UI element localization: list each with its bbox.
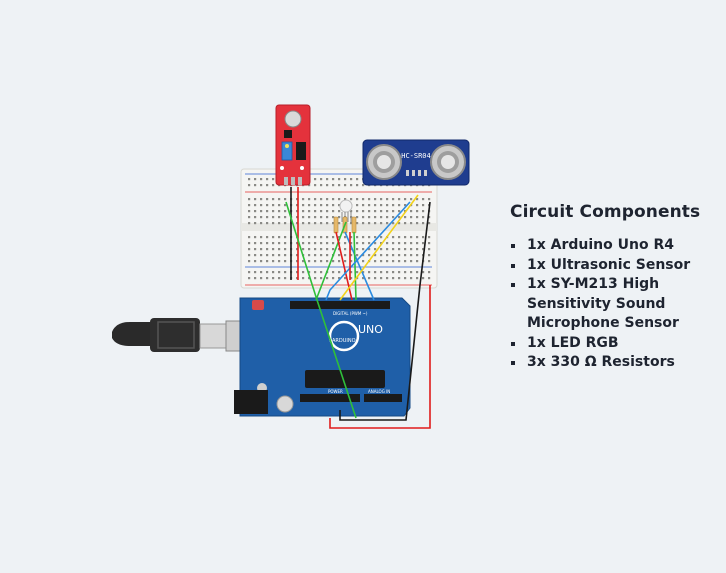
wire-black-ground bbox=[339, 284, 421, 421]
board-analog-label: ANALOG IN bbox=[368, 389, 390, 394]
components-legend: Circuit Components 1x Arduino Uno R4 1x … bbox=[510, 202, 720, 373]
wire-blue-sensor bbox=[325, 201, 411, 301]
legend-item: 1x SY-M213 High Sensitivity Sound Microp… bbox=[510, 275, 720, 334]
legend-list: 1x Arduino Uno R4 1x Ultrasonic Sensor 1… bbox=[510, 236, 720, 373]
wire-yellow-sensor bbox=[339, 194, 419, 301]
breadboard bbox=[240, 168, 438, 289]
wire-green-led-2 bbox=[353, 231, 357, 301]
arduino-board: UNO ARDUINO DIGITAL (PWM ~) POWER ANALOG… bbox=[234, 297, 411, 417]
legend-item: 1x LED RGB bbox=[510, 334, 720, 354]
wire-black-sensor bbox=[419, 201, 431, 286]
legend-item: 1x Arduino Uno R4 bbox=[510, 236, 720, 256]
board-power-label: POWER bbox=[328, 389, 343, 394]
board-brand: ARDUINO bbox=[332, 338, 356, 344]
ultrasonic-sensor: HC-SR04 bbox=[362, 139, 470, 186]
board-header-label: DIGITAL (PWM ~) bbox=[333, 311, 368, 316]
legend-item: 3x 330 Ω Resistors bbox=[510, 353, 720, 373]
legend-title: Circuit Components bbox=[510, 202, 701, 222]
wire-red-power bbox=[329, 285, 431, 429]
wire-green-led bbox=[315, 221, 347, 301]
microphone-sensor bbox=[275, 104, 311, 186]
rgb-led bbox=[339, 199, 353, 222]
sensor-label: HC-SR04 bbox=[401, 152, 431, 160]
wires bbox=[285, 187, 431, 429]
legend-item: 1x Ultrasonic Sensor bbox=[510, 256, 720, 276]
wire-green-mic bbox=[285, 201, 357, 419]
board-model: UNO bbox=[358, 323, 383, 336]
